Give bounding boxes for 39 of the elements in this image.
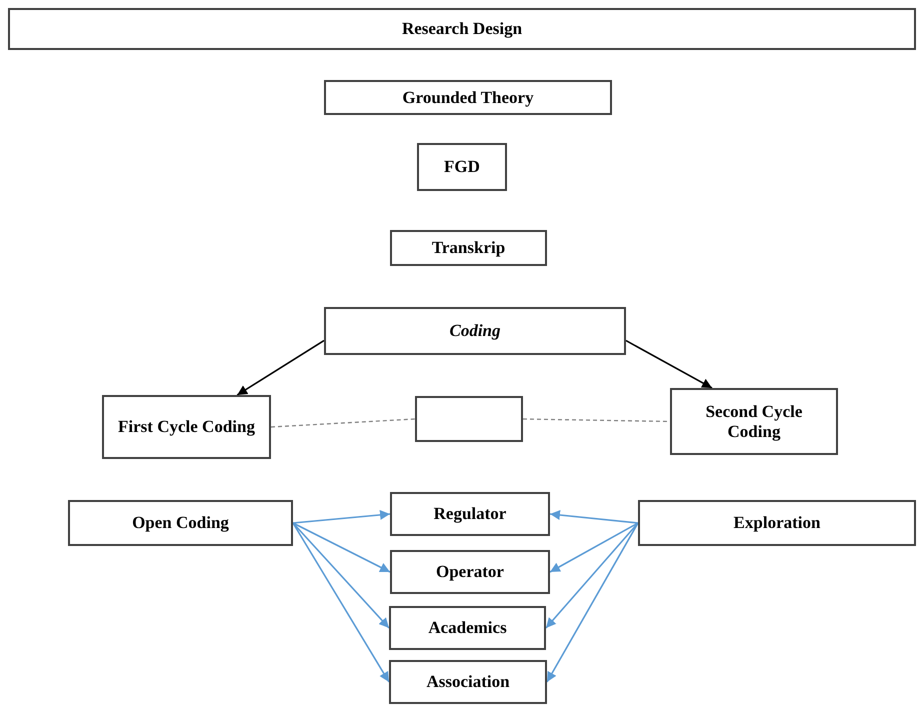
process-box <box>102 395 271 459</box>
dashed-connector <box>270 418 416 428</box>
box-label: Regulator <box>434 504 506 524</box>
process-box <box>68 500 293 546</box>
box-label: Research Design <box>402 19 522 39</box>
process-box <box>8 8 916 50</box>
arrow <box>545 522 639 629</box>
process-box <box>324 307 626 355</box>
box-label: Transkrip <box>432 238 506 258</box>
dashed-connector <box>523 418 670 422</box>
process-box <box>389 660 547 704</box>
empty-box <box>415 396 523 442</box>
process-box <box>390 492 550 536</box>
process-box <box>417 143 507 191</box>
arrow <box>292 510 390 524</box>
box-label: Open Coding <box>132 513 229 533</box>
process-box <box>638 500 916 546</box>
process-box <box>324 80 612 115</box>
box-label: Coding <box>449 321 501 341</box>
arrow <box>550 510 638 524</box>
box-label: Second Cycle Coding <box>704 402 804 442</box>
process-box <box>670 388 838 455</box>
arrow <box>626 340 712 389</box>
process-box <box>389 606 546 650</box>
arrow <box>236 340 324 396</box>
box-label: FGD <box>444 157 480 177</box>
box-label: Operator <box>436 562 504 582</box>
box-label: First Cycle Coding <box>118 417 255 437</box>
arrow <box>292 522 390 682</box>
arrow <box>292 522 390 629</box>
process-box <box>390 230 547 266</box>
arrow <box>292 522 390 573</box>
box-label: Grounded Theory <box>402 88 534 108</box>
box-label: Academics <box>428 618 507 638</box>
box-label: Exploration <box>734 513 820 533</box>
arrow <box>546 522 639 682</box>
box-label: Association <box>426 672 510 692</box>
process-box <box>390 550 550 594</box>
arrow <box>550 522 638 573</box>
